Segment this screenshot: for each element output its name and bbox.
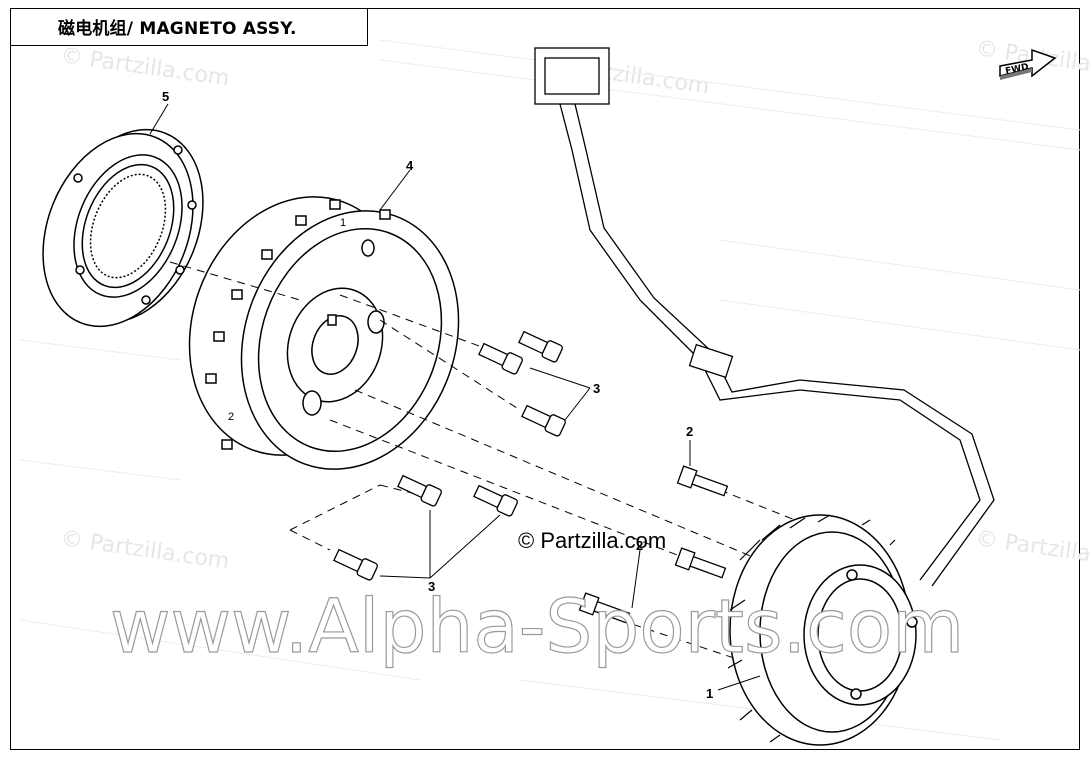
starter-clutch: [42, 128, 204, 328]
flywheel-mark-1: 1: [340, 217, 346, 229]
callout-leaders: [149, 103, 761, 691]
diagram-border: [10, 8, 1080, 750]
watermark-br: © Partzilla.com: [974, 526, 1090, 574]
background-hatch: [19, 39, 1081, 741]
callout-3-bottom: 3: [428, 579, 435, 594]
callout-1: 1: [706, 686, 713, 701]
wire-harness: [534, 47, 995, 587]
callout-2-lower: 2: [636, 538, 643, 553]
assembly-lines: [169, 261, 821, 661]
stator: [727, 514, 918, 746]
stator-bolts: [578, 465, 729, 624]
watermark-tl: © Partzilla.com: [59, 43, 231, 91]
title-box: [10, 8, 368, 46]
forward-arrow-icon: FWD: [999, 48, 1057, 80]
flywheel-bolts: [333, 330, 566, 581]
fwd-label: FWD: [1005, 62, 1030, 77]
callout-2-upper: 2: [686, 424, 693, 439]
flywheel-rotor: [188, 196, 460, 470]
callout-4: 4: [406, 158, 414, 173]
alpha-sports-watermark: www.Alpha-Sports.com: [110, 584, 964, 670]
flywheel-mark-2: 2: [228, 411, 234, 423]
diagram-title: 磁电机组/ MAGNETO ASSY.: [58, 19, 297, 39]
callout-3-right: 3: [593, 381, 600, 396]
callout-5: 5: [162, 89, 169, 104]
copyright-text: © Partzilla.com: [518, 528, 666, 553]
watermark-bl: © Partzilla.com: [59, 526, 231, 574]
